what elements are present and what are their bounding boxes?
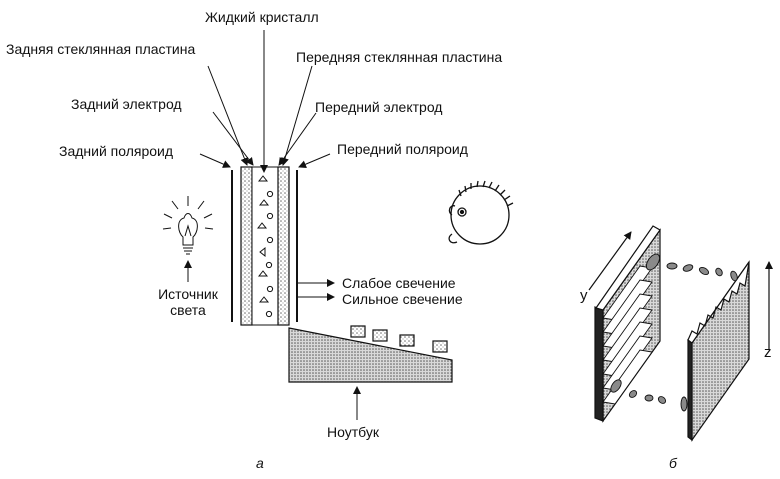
molecule-chain xyxy=(610,253,738,412)
axis-y-arrow xyxy=(588,231,632,291)
glow-arrows xyxy=(298,279,335,301)
left-polarizer-wall xyxy=(594,225,661,423)
caption-b: б xyxy=(669,455,677,471)
label-front-glass: Передняя стеклянная пластина xyxy=(296,49,503,65)
face-icon xyxy=(448,180,514,245)
label-notebook: Ноутбук xyxy=(327,424,379,440)
label-strong-glow: Сильное свечение xyxy=(342,291,463,307)
label-light-source-line1: Источник xyxy=(158,286,218,302)
crystal-molecules xyxy=(256,175,274,318)
notebook-shape xyxy=(288,325,453,383)
caption-a: а xyxy=(256,455,264,471)
label-axis-y: y xyxy=(580,287,588,304)
label-arrows xyxy=(199,30,331,173)
label-light-source-line2: света xyxy=(170,302,206,318)
label-rear-glass: Задняя стеклянная пластина xyxy=(6,41,196,57)
right-polarizer-wall xyxy=(687,260,750,442)
label-front-electrode: Передний электрод xyxy=(315,99,443,115)
label-front-polaroid: Передний поляроид xyxy=(337,141,468,157)
label-light-source: Источник света xyxy=(145,286,231,318)
label-axis-z: z xyxy=(764,344,772,361)
light-bulb-icon xyxy=(162,196,214,255)
liquid-crystal-cell xyxy=(251,166,279,326)
front-glass-plate xyxy=(277,166,290,326)
label-rear-electrode: Задний электрод xyxy=(71,96,182,112)
label-rear-polaroid: Задний поляроид xyxy=(59,143,174,159)
rear-glass-plate xyxy=(240,166,253,326)
label-liquid-crystal: Жидкий кристалл xyxy=(205,9,319,25)
label-weak-glow: Слабое свечение xyxy=(342,275,456,291)
lcd-layer-stack xyxy=(231,166,298,326)
